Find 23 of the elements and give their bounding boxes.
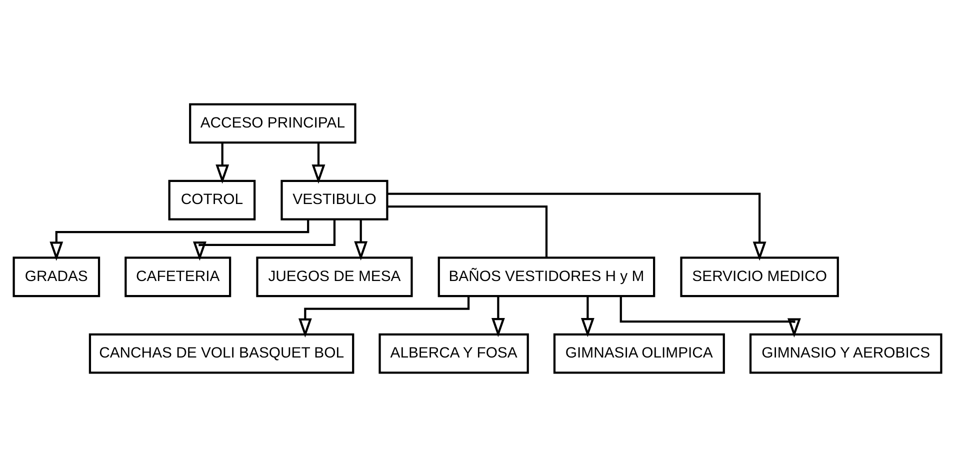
arrow bbox=[312, 142, 326, 184]
node-box: BAÑOS VESTIDORES H y M bbox=[438, 256, 656, 297]
node-box: CANCHAS DE VOLI BASQUET BOL bbox=[88, 332, 354, 374]
node-box: ACCESO PRINCIPAL bbox=[189, 102, 356, 144]
node-box: CAFETERIA bbox=[124, 256, 232, 297]
node-box: ALBERCA Y FOSA bbox=[378, 332, 529, 374]
connector bbox=[387, 204, 548, 258]
arrow bbox=[50, 218, 310, 260]
node-box: COTROL bbox=[168, 179, 256, 220]
arrow bbox=[216, 142, 230, 184]
arrow bbox=[620, 296, 801, 337]
arrow bbox=[298, 296, 470, 338]
node-box: VESTIBULO bbox=[280, 179, 388, 220]
arrow bbox=[491, 296, 505, 337]
arrow bbox=[192, 218, 336, 260]
node-box: GIMNASIA OLIMPICA bbox=[553, 332, 725, 374]
node-box: JUEGOS DE MESA bbox=[256, 256, 413, 297]
arrow bbox=[580, 296, 594, 337]
arrow bbox=[387, 192, 766, 260]
node-box: SERVICIO MEDICO bbox=[680, 256, 839, 297]
node-box: GRADAS bbox=[12, 256, 100, 297]
arrow bbox=[354, 219, 368, 260]
node-box: GIMNASIO Y AEROBICS bbox=[749, 332, 942, 374]
